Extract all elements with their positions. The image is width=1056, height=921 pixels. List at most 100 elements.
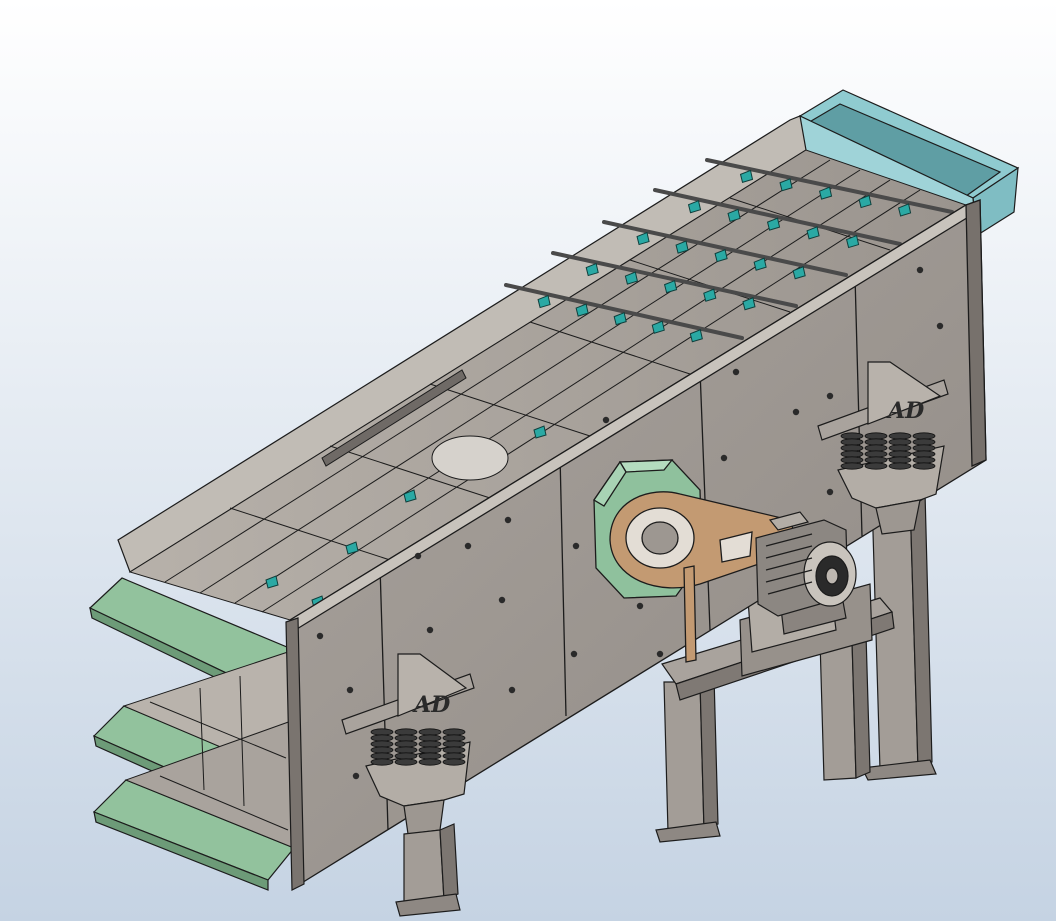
deck-clip xyxy=(537,294,551,309)
deck-clip xyxy=(575,303,589,317)
spring-coil xyxy=(864,438,888,446)
deck-clip xyxy=(585,262,599,277)
deck-clip xyxy=(792,266,806,280)
spring-coil xyxy=(840,438,864,446)
spring-coil xyxy=(370,734,394,742)
coil-spring-icon xyxy=(370,728,466,766)
spring-coil xyxy=(864,432,888,440)
deck-clip xyxy=(689,329,703,343)
spring-coil xyxy=(418,728,442,736)
spring-coil xyxy=(418,752,442,760)
discharge-end-plate xyxy=(285,617,305,891)
bolt-hole xyxy=(346,686,354,694)
spring-coil xyxy=(394,734,418,742)
deck-clip xyxy=(897,203,912,217)
bolt-hole xyxy=(636,602,644,610)
spring-coil xyxy=(394,758,418,766)
deck-clip xyxy=(663,279,678,294)
deck-clip xyxy=(403,489,417,503)
spring-coil xyxy=(418,746,442,754)
spring-coil xyxy=(394,728,418,736)
spring-coil xyxy=(394,752,418,760)
spring-coil xyxy=(912,444,936,452)
bolt-hole xyxy=(936,322,944,330)
deck-clip xyxy=(624,271,638,285)
spring-coil xyxy=(840,444,864,452)
deck-clip xyxy=(613,311,627,326)
spring-coil xyxy=(912,456,936,464)
support-legs-rear xyxy=(655,491,937,843)
spring-coil xyxy=(840,456,864,464)
deck-clip xyxy=(687,200,702,214)
bolt-hole xyxy=(570,650,578,658)
deck-clip xyxy=(818,186,833,200)
deck-clip xyxy=(779,178,793,192)
spray-bars xyxy=(504,158,954,340)
deck-clip xyxy=(806,226,820,240)
spring-coil xyxy=(888,444,912,452)
bolt-hole xyxy=(498,596,506,604)
deck-clip xyxy=(845,234,860,249)
bolt-hole xyxy=(316,632,324,640)
spring-coil xyxy=(864,450,888,458)
spring-coil xyxy=(394,740,418,748)
spring-coil xyxy=(418,734,442,742)
bolt-hole xyxy=(508,686,516,694)
spring-coil xyxy=(912,438,936,446)
bolt-hole xyxy=(732,368,740,376)
bolt-hole xyxy=(414,552,422,560)
deck-clip xyxy=(766,217,781,231)
deck-clip xyxy=(675,240,689,254)
electric-motor-icon xyxy=(755,511,857,617)
spring-coil xyxy=(418,758,442,766)
plate-bolt-holes xyxy=(316,266,944,780)
deck-clip xyxy=(636,231,650,246)
spring-coil xyxy=(370,728,394,736)
deck-clip xyxy=(345,541,359,555)
deck-clip xyxy=(739,169,754,184)
coil-spring-icon xyxy=(840,432,936,470)
feed-hopper xyxy=(798,89,1020,238)
bolt-hole xyxy=(352,772,360,780)
spring-coil xyxy=(442,728,466,736)
bolt-hole xyxy=(826,488,834,496)
spring-coil xyxy=(394,746,418,754)
deck-clip xyxy=(858,194,872,209)
spring-coil xyxy=(442,746,466,754)
spring-coil xyxy=(888,432,912,440)
bolt-hole xyxy=(426,626,434,634)
bolt-hole xyxy=(572,542,580,550)
deck-clip xyxy=(265,575,279,589)
spring-coil xyxy=(418,740,442,748)
spring-coil xyxy=(912,432,936,440)
deck-clip xyxy=(533,425,547,439)
spring-coil xyxy=(370,746,394,754)
bolt-hole xyxy=(602,416,610,424)
ad-logo-icon: AD xyxy=(412,692,450,718)
spring-coil xyxy=(370,740,394,748)
spring-coil xyxy=(370,758,394,766)
bolt-hole xyxy=(916,266,924,274)
lower-decks xyxy=(122,649,295,849)
bolt-hole xyxy=(826,392,834,400)
spring-coil xyxy=(442,740,466,748)
spring-coil xyxy=(864,456,888,464)
spring-coil xyxy=(864,462,888,470)
spring-coil xyxy=(888,456,912,464)
spring-coil xyxy=(442,752,466,760)
deck-clip xyxy=(714,248,728,263)
spring-coil xyxy=(442,734,466,742)
bolt-hole xyxy=(504,516,512,524)
spring-coil xyxy=(840,432,864,440)
bolt-hole xyxy=(720,454,728,462)
spring-coil xyxy=(912,450,936,458)
spring-support-left xyxy=(341,653,475,917)
spring-coil xyxy=(864,444,888,452)
spring-coil xyxy=(442,758,466,766)
ad-logo-icon: AD xyxy=(886,398,924,424)
deck-clip xyxy=(727,208,741,223)
spring-coil xyxy=(888,438,912,446)
bolt-hole xyxy=(656,650,664,658)
spring-coil xyxy=(840,462,864,470)
